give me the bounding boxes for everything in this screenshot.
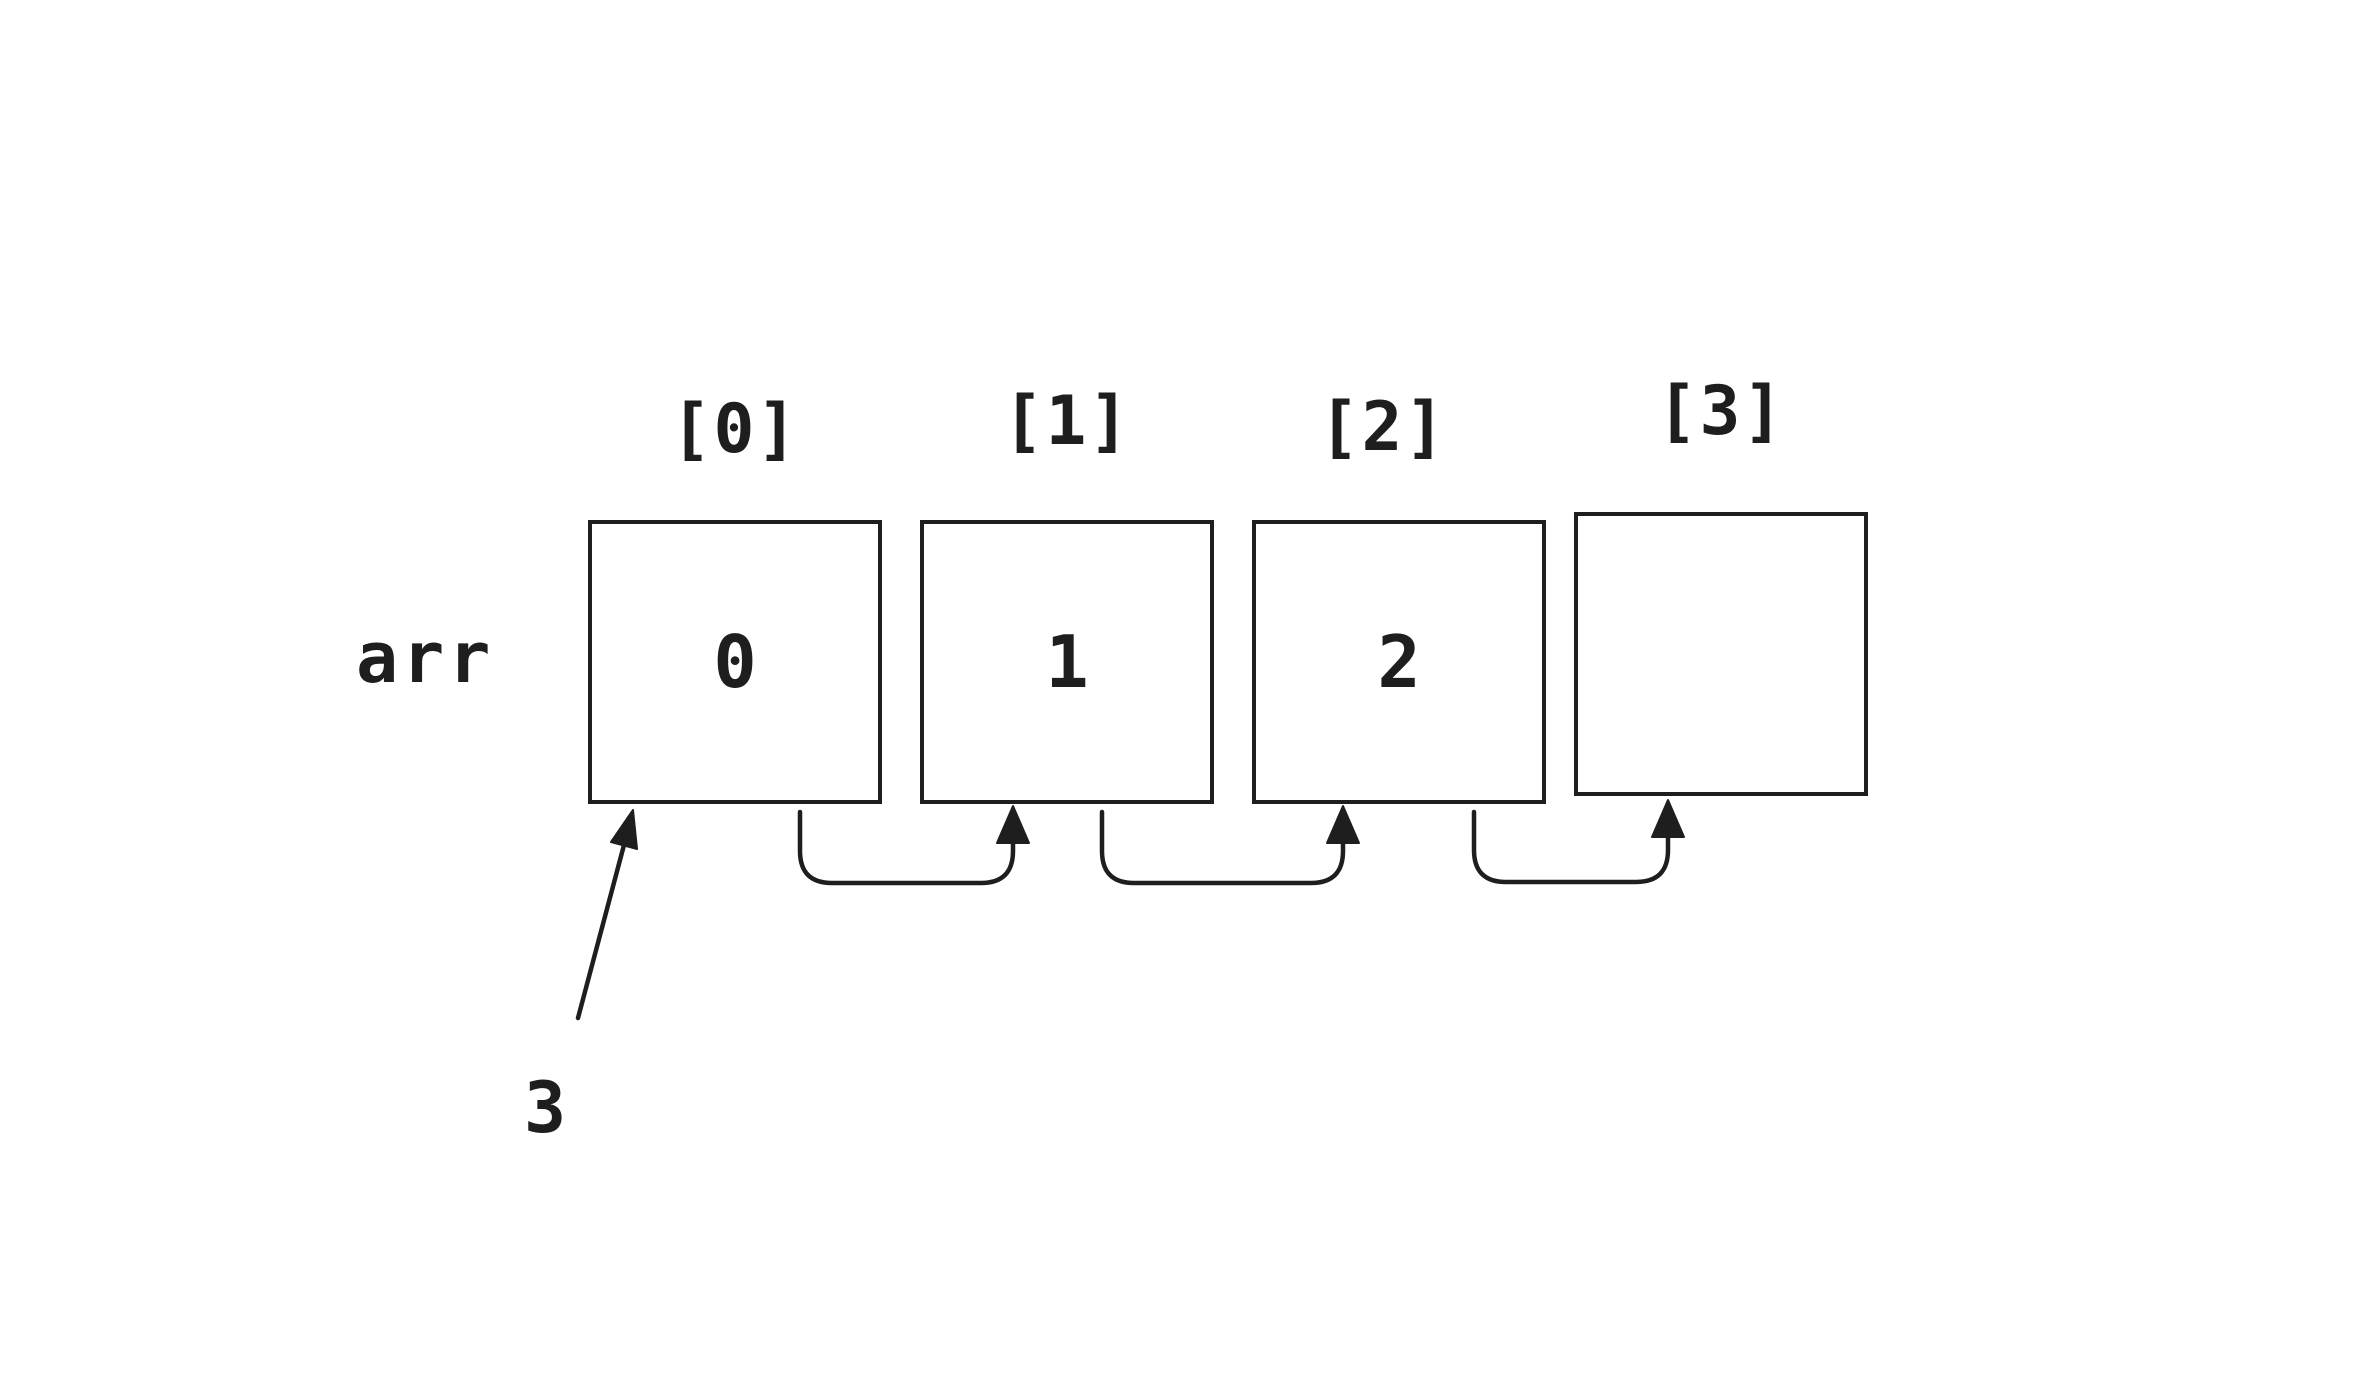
pointer-arrowhead-icon — [610, 809, 638, 850]
array-cell-box-2: 2 — [1252, 520, 1546, 804]
array-name-label: arr — [356, 617, 495, 699]
cell-value-0: 0 — [713, 620, 757, 704]
array-cell-box-1: 1 — [920, 520, 1214, 804]
cell-value-2: 2 — [1377, 620, 1421, 704]
array-cell-box-3 — [1574, 512, 1868, 796]
array-cell-box-0: 0 — [588, 520, 882, 804]
connector-arrowhead-0-1-icon — [996, 805, 1030, 844]
connector-arrowhead-2-3-icon — [1651, 799, 1685, 838]
pointer-value-label: 3 — [524, 1067, 567, 1149]
connector-1-2 — [1099, 809, 1346, 886]
cell-index-label-1: [1] — [1002, 382, 1132, 461]
cell-value-1: 1 — [1045, 620, 1089, 704]
connector-0-1 — [797, 809, 1016, 886]
connector-2-3 — [1471, 809, 1671, 885]
cell-index-label-3: [3] — [1656, 372, 1786, 451]
cell-index-label-2: [2] — [1318, 388, 1448, 467]
cell-index-label-0: [0] — [670, 390, 800, 469]
pointer-line — [575, 842, 627, 1021]
connector-arrowhead-1-2-icon — [1326, 805, 1360, 844]
